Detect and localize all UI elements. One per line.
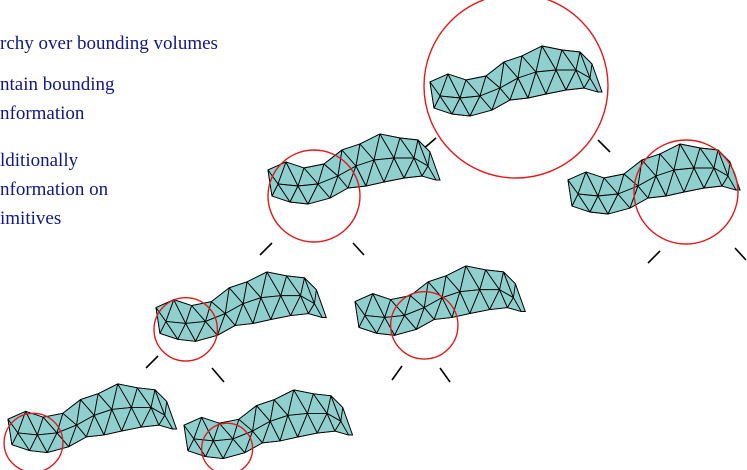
mesh-triangle: [429, 81, 441, 109]
mesh-triangle: [567, 179, 579, 207]
mesh-triangle: [421, 165, 437, 181]
level2-right-node: [354, 265, 526, 360]
tree-edge: [734, 247, 747, 261]
tree-edge: [439, 367, 451, 383]
tree-edge: [211, 367, 225, 383]
bullet-text-block: rchy over bounding volumes ntain boundin…: [0, 0, 400, 240]
bounding-circle: [200, 422, 254, 470]
mesh-triangle: [308, 303, 323, 318]
mesh-triangle: [7, 418, 19, 446]
level1-left-node: [267, 133, 441, 243]
mesh-triangle: [354, 301, 366, 328]
tree-edge: [352, 242, 365, 256]
mesh-triangle: [158, 414, 174, 430]
mesh-triangle: [304, 277, 317, 305]
bullet-line-3: nformation: [0, 103, 85, 124]
bullet-line-5: nformation on: [0, 179, 109, 200]
tree-edge: [259, 242, 273, 256]
mesh-triangle: [583, 77, 599, 93]
bounding-circle: [3, 412, 64, 470]
mesh-triangle: [334, 420, 350, 436]
mesh-triangle: [330, 395, 344, 422]
bullet-line-4: lditionally: [0, 150, 79, 171]
bounding-circle: [267, 149, 361, 243]
mesh-triangle: [417, 139, 431, 167]
bullet-line-2: ntain bounding: [0, 74, 115, 95]
level1-right-node: [567, 139, 741, 245]
bounding-circle: [153, 297, 219, 362]
mesh-triangle: [503, 271, 516, 299]
bullet-line-6: imitives: [0, 208, 62, 229]
bounding-circle: [423, 0, 609, 179]
tree-edge: [597, 139, 611, 153]
tree-edge: [647, 250, 661, 264]
bullet-line-1: rchy over bounding volumes: [0, 33, 218, 54]
level2-left-node: [153, 271, 327, 362]
level3-leaf-b-node: [183, 389, 354, 470]
mesh-triangle: [183, 424, 195, 452]
bounding-circle: [633, 139, 739, 245]
tree-edge: [145, 355, 159, 369]
tree-nodes: [3, 0, 741, 470]
mesh-triangle: [154, 389, 168, 416]
root-node: [423, 0, 609, 179]
tree-edge: [391, 365, 403, 381]
mesh-triangle: [507, 297, 522, 312]
bounding-circle: [389, 291, 459, 360]
mesh-triangle: [721, 175, 737, 191]
mesh-triangle: [579, 51, 593, 79]
level3-leaf-a-node: [3, 383, 178, 470]
